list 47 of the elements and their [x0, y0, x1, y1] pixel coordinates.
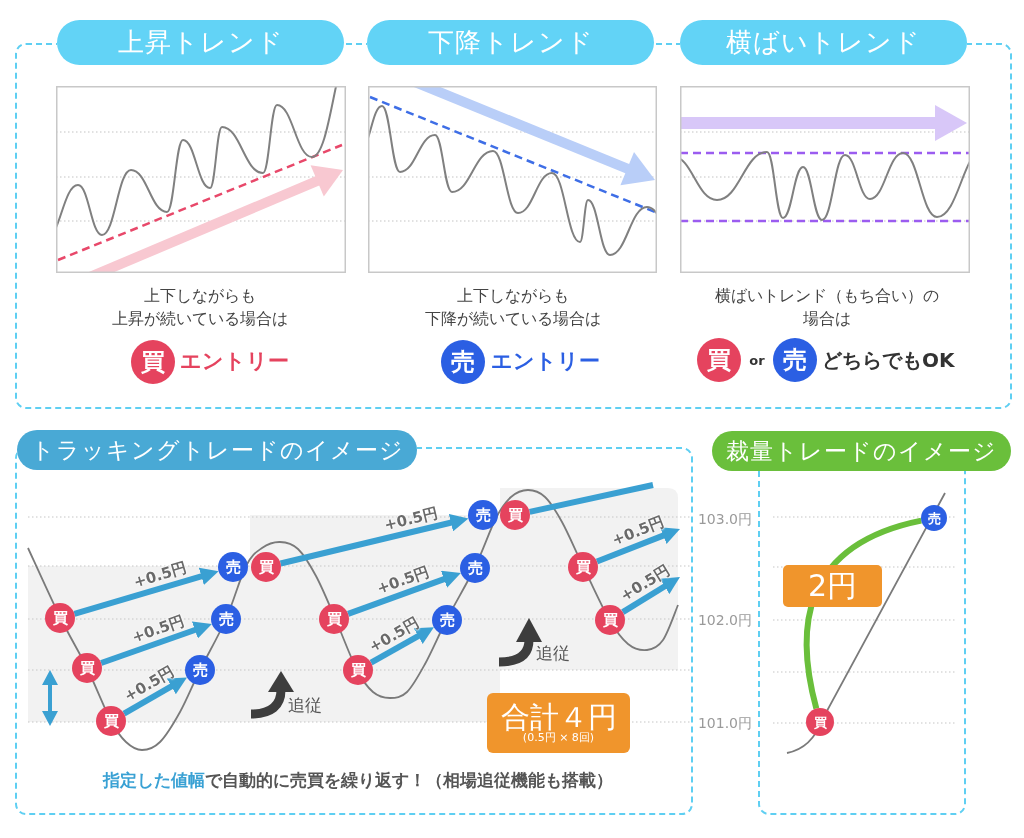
edge-label: +0.5円 [129, 611, 187, 647]
edge-label: +0.5円 [121, 662, 177, 706]
buy-marker: 買 [96, 706, 126, 736]
heading-pill: 下降トレンド [367, 20, 654, 65]
sell-marker: 売 [441, 340, 485, 384]
arrow [279, 513, 469, 567]
arrow [122, 677, 187, 717]
entry-text: エントリー [491, 349, 600, 375]
edge-label: +0.5円 [609, 513, 667, 550]
total-box [487, 693, 630, 753]
buy-marker: 買 [131, 340, 175, 384]
heading-pill: 裁量トレードのイメージ [712, 431, 1011, 471]
trade-line [529, 482, 654, 515]
heading-pill: 横ばいトレンド [680, 20, 967, 65]
sell-marker: 売 [468, 500, 498, 530]
arrow [73, 567, 219, 617]
edge-label: +0.5円 [374, 562, 432, 598]
buy-marker: 買 [806, 708, 834, 736]
arrow [100, 621, 212, 666]
description-text: 上下しながらも上昇が続いている場合は [111, 285, 289, 330]
entry-text: エントリー [180, 349, 289, 375]
description-text: 横ばいトレンド（もち合い）の場合は [714, 285, 940, 330]
buy-marker: 買 [697, 338, 741, 382]
arrow [595, 527, 680, 565]
arrow [621, 577, 680, 615]
arrow [369, 627, 434, 666]
edge-label: +0.5円 [131, 558, 189, 592]
heading-pill: トラッキングトレードのイメージ [17, 430, 417, 470]
description-text: 上下しながらも下降が続いている場合は [424, 285, 602, 330]
sell-marker: 売 [921, 505, 947, 531]
axis-label: 101.0円 [697, 714, 752, 732]
note-text: 追従 [536, 642, 570, 664]
note-text: 追従 [288, 694, 322, 716]
edge-label: +0.5円 [366, 613, 423, 656]
or-text: or [749, 353, 765, 369]
caption-text: 指定した値幅で自動的に売買を繰り返す！（相場追従機能も搭載） [103, 769, 613, 791]
axis-label: 102.0円 [697, 611, 752, 629]
heading-pill: 上昇トレンド [57, 20, 344, 65]
arrow [347, 570, 461, 617]
breakdown-text: (0.5円 × 8回) [522, 732, 595, 744]
sell-marker: 売 [773, 338, 817, 382]
total-text: 合計４円 [500, 702, 617, 733]
amount-tag: 2円 [783, 565, 882, 607]
edge-label: +0.5円 [382, 503, 439, 535]
sell-marker: 売 [218, 552, 248, 582]
ok-text: どちらでもOK [822, 348, 955, 372]
axis-label: 103.0円 [697, 510, 752, 528]
